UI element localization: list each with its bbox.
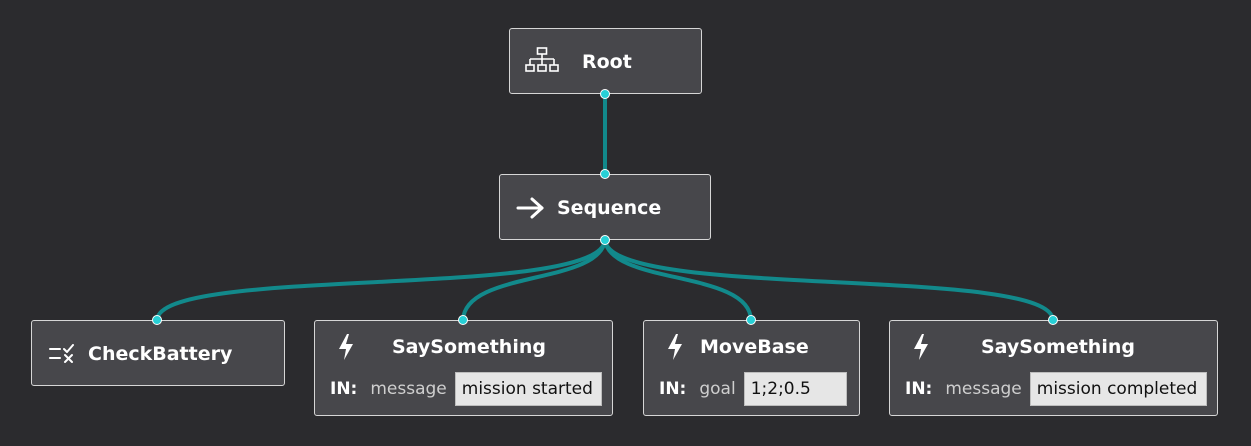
goal-value-field[interactable]: 1;2;0.5: [743, 372, 847, 406]
port-direction-label: IN:: [330, 379, 358, 399]
message-value-field[interactable]: mission completed: [1029, 372, 1207, 406]
port-name-label: goal: [699, 379, 736, 399]
checkbattery-title: CheckBattery: [88, 343, 233, 365]
saysomething-completed-node[interactable]: SaySomething IN: message mission complet…: [889, 320, 1218, 416]
saysomething-started-node[interactable]: SaySomething IN: message mission started: [314, 320, 613, 416]
edge-sequence-saysomething-completed: [603, 239, 1055, 321]
root-title: Root: [582, 51, 632, 73]
lightning-icon: [666, 333, 684, 365]
sequence-input-port[interactable]: [600, 169, 610, 179]
movebase-node[interactable]: MoveBase IN: goal 1;2;0.5: [643, 320, 860, 416]
sequence-node[interactable]: Sequence: [499, 174, 711, 240]
sequence-title: Sequence: [557, 197, 662, 219]
saysomething-started-input-port[interactable]: [458, 315, 468, 325]
port-direction-label: IN:: [905, 379, 933, 399]
port-direction-label: IN:: [659, 379, 687, 399]
movebase-title: MoveBase: [700, 336, 809, 358]
root-output-port[interactable]: [600, 89, 610, 99]
checklist-icon: [48, 344, 76, 368]
edge-sequence-saysomething-started: [461, 239, 607, 321]
arrow-right-icon: [516, 196, 546, 224]
checkbattery-node[interactable]: CheckBattery: [31, 320, 285, 386]
edge-sequence-checkbattery: [155, 239, 607, 321]
saysomething-completed-title: SaySomething: [981, 336, 1135, 358]
saysomething-started-title: SaySomething: [392, 336, 546, 358]
tree-hierarchy-icon: [525, 47, 559, 79]
saysomething-completed-input-port[interactable]: [1048, 315, 1058, 325]
port-name-label: message: [945, 379, 1022, 399]
sequence-output-port[interactable]: [600, 235, 610, 245]
lightning-icon: [337, 333, 355, 365]
root-node[interactable]: Root: [509, 28, 702, 94]
checkbattery-input-port[interactable]: [152, 315, 162, 325]
message-port-row: IN: message mission completed: [905, 372, 1207, 406]
message-value-field[interactable]: mission started: [454, 372, 602, 406]
goal-port-row: IN: goal 1;2;0.5: [659, 372, 847, 406]
movebase-input-port[interactable]: [746, 315, 756, 325]
message-port-row: IN: message mission started: [330, 372, 602, 406]
lightning-icon: [912, 333, 930, 365]
edge-sequence-movebase: [603, 239, 753, 321]
port-name-label: message: [370, 379, 447, 399]
